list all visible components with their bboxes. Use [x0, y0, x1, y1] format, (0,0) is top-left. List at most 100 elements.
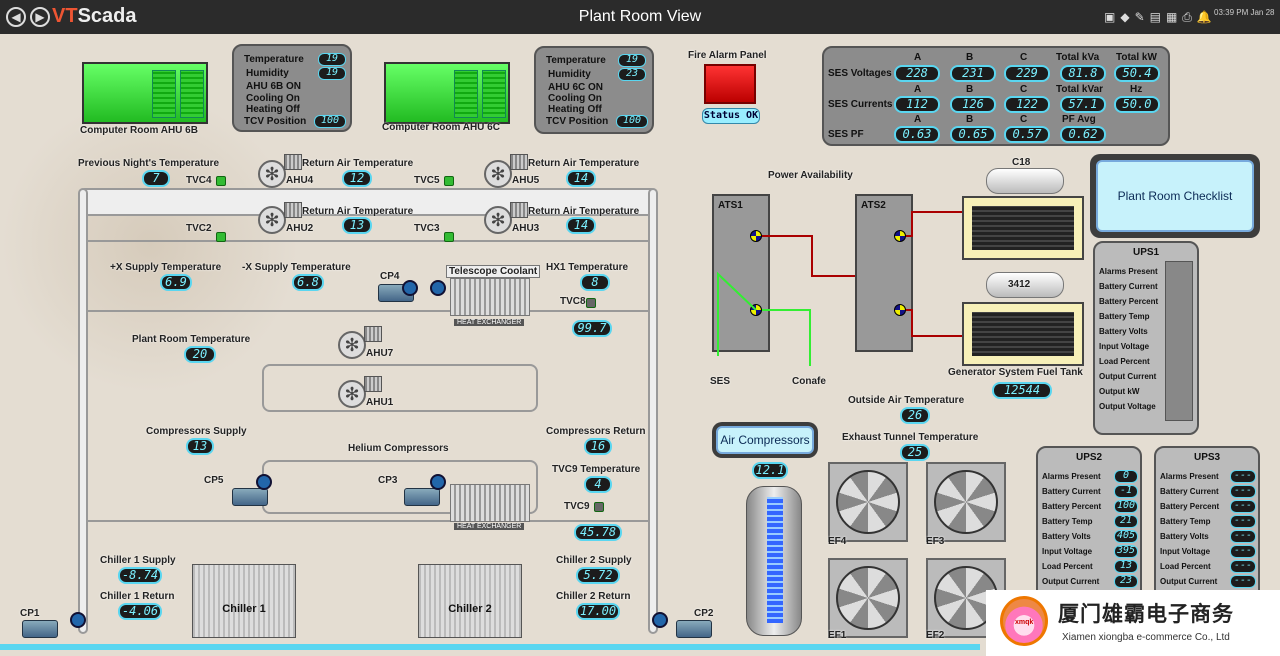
ses-current-b: 126 [950, 96, 996, 113]
ses-pf-b: 0.65 [950, 126, 996, 143]
exhaust-tunnel-temp: 25 [900, 444, 930, 461]
tvc3-valve[interactable] [444, 232, 454, 242]
fuel-tank-level: 12544 [992, 382, 1052, 399]
watermark: xmqk 厦门雄霸电子商务 Xiamen xiongba e-commerce … [986, 590, 1280, 656]
toolbar-icons[interactable]: ▣◆✎▤▦⎙🔔 [1104, 10, 1217, 24]
page-title: Plant Room View [578, 8, 702, 25]
ahu-6c-unit[interactable] [384, 62, 510, 124]
ses-pf-a: 0.63 [894, 126, 940, 143]
chiller1-return-temp: -4.06 [118, 603, 162, 620]
air-compressors-value: 12.1 [752, 462, 788, 479]
fire-alarm-panel[interactable] [704, 64, 756, 104]
cp2-pump[interactable] [676, 620, 712, 638]
air-receiver-tank [746, 486, 802, 636]
plant-room-temp: 20 [184, 346, 216, 363]
ses-total-kw: 50.4 [1114, 65, 1160, 82]
watermark-logo-icon: xmqk [1000, 596, 1048, 646]
ses-total-kva: 81.8 [1060, 65, 1106, 82]
ef3-fan[interactable] [926, 462, 1006, 542]
plant-room-checklist-button[interactable]: Plant Room Checklist [1096, 160, 1254, 232]
tvc2-valve[interactable] [216, 232, 226, 242]
chiller2-return-temp: 17.00 [576, 603, 620, 620]
ats2-breaker-bottom[interactable] [894, 304, 906, 316]
ef1-fan[interactable] [828, 558, 908, 638]
ats2-breaker-top[interactable] [894, 230, 906, 242]
forward-icon[interactable]: ▶ [30, 7, 50, 27]
ses-total-kvar: 57.1 [1060, 96, 1106, 113]
ahu-6c-panel: Temperature 19 Humidity 23 AHU 6C ON Coo… [534, 46, 654, 134]
generator-3412[interactable] [962, 302, 1084, 366]
fire-alarm-label: Fire Alarm Panel [688, 50, 767, 61]
ahu-6b-tcv: 100 [314, 115, 346, 128]
ses-current-c: 122 [1004, 96, 1050, 113]
ahu4-fan[interactable]: ✻ [258, 160, 286, 188]
air-compressors-button[interactable]: Air Compressors [716, 426, 814, 454]
ats1-breaker-top[interactable] [750, 230, 762, 242]
tvc5-valve[interactable] [444, 176, 454, 186]
prev-night-temp: 7 [142, 170, 170, 187]
ups1-panel: UPS1 Alarms Present Battery Current Batt… [1093, 241, 1199, 435]
ahu-6c-humidity: 23 [618, 68, 646, 81]
ahu-6b-temp: 19 [318, 53, 346, 66]
cp1-pump[interactable] [22, 620, 58, 638]
ahu7-fan[interactable]: ✻ [338, 331, 366, 359]
ahu-6c-temp: 19 [618, 54, 646, 67]
vtscada-logo: VTScada [52, 5, 137, 27]
ahu-6c-tcv: 100 [616, 115, 648, 128]
ahu-6b-label: Computer Room AHU 6B [80, 125, 198, 136]
c18-tank [986, 168, 1064, 194]
ahu4-return-temp: 12 [342, 170, 372, 187]
ahu-6b-humidity: 19 [318, 67, 346, 80]
tvc9-valve[interactable] [594, 502, 604, 512]
generator-c18[interactable] [962, 196, 1084, 260]
ahu5-fan[interactable]: ✻ [484, 160, 512, 188]
tvc8-valve[interactable] [586, 298, 596, 308]
ses-panel: A B C Total kVa Total kW SES Voltages 22… [822, 46, 1170, 146]
title-bar: ◀ ▶ VTScada Plant Room View ▣◆✎▤▦⎙🔔 03:3… [0, 0, 1280, 34]
tvc9-temp: 4 [584, 476, 612, 493]
ahu2-fan[interactable]: ✻ [258, 206, 286, 234]
ses-pf-c: 0.57 [1004, 126, 1050, 143]
fire-alarm-status: Status OK [702, 108, 760, 124]
plant-room-screen: Computer Room AHU 6B Temperature 19 Humi… [0, 34, 1280, 650]
ahu-6c-label: Computer Room AHU 6C [382, 122, 500, 133]
ses-pf-avg: 0.62 [1060, 126, 1106, 143]
back-icon[interactable]: ◀ [6, 7, 26, 27]
helium-heat-exchanger [450, 484, 530, 522]
ats2-cabinet[interactable]: ATS2 [855, 194, 913, 352]
ahu3-return-temp: 14 [566, 217, 596, 234]
hx1-temp: 8 [580, 274, 610, 291]
ahu-6b-panel: Temperature 19 Humidity 19 AHU 6B ON Coo… [232, 44, 352, 132]
ef4-fan[interactable] [828, 462, 908, 542]
ahu5-return-temp: 14 [566, 170, 596, 187]
telescope-heat-exchanger [450, 278, 530, 316]
tvc9-value: 45.78 [574, 524, 622, 541]
minus-x-supply-temp: 6.8 [292, 274, 324, 291]
ahu3-fan[interactable]: ✻ [484, 206, 512, 234]
tvc4-valve[interactable] [216, 176, 226, 186]
clock: 03:39 PM Jan 28 [1214, 8, 1275, 17]
plus-x-supply-temp: 6.9 [160, 274, 192, 291]
ats1-cabinet[interactable]: ATS1 [712, 194, 770, 352]
ahu-6b-unit[interactable] [82, 62, 208, 124]
ses-current-a: 112 [894, 96, 940, 113]
ahu-lower-loop [262, 364, 538, 412]
ahu1-fan[interactable]: ✻ [338, 380, 366, 408]
cp5-pump[interactable] [232, 488, 268, 506]
compressors-return-temp: 16 [584, 438, 612, 455]
outside-air-temp: 26 [900, 407, 930, 424]
ahu2-return-temp: 13 [342, 217, 372, 234]
chiller1-supply-temp: -8.74 [118, 567, 162, 584]
ses-voltage-c: 229 [1004, 65, 1050, 82]
tvc8-value: 99.7 [572, 320, 612, 337]
power-lines [717, 211, 962, 366]
ses-voltage-a: 228 [894, 65, 940, 82]
cp3-pump[interactable] [404, 488, 440, 506]
ses-hz: 50.0 [1114, 96, 1160, 113]
3412-tank [986, 272, 1064, 298]
chiller-2[interactable]: Chiller 2 [418, 564, 522, 638]
chiller2-supply-temp: 5.72 [576, 567, 620, 584]
chiller-1[interactable]: Chiller 1 [192, 564, 296, 638]
compressors-supply-temp: 13 [186, 438, 214, 455]
ses-voltage-b: 231 [950, 65, 996, 82]
